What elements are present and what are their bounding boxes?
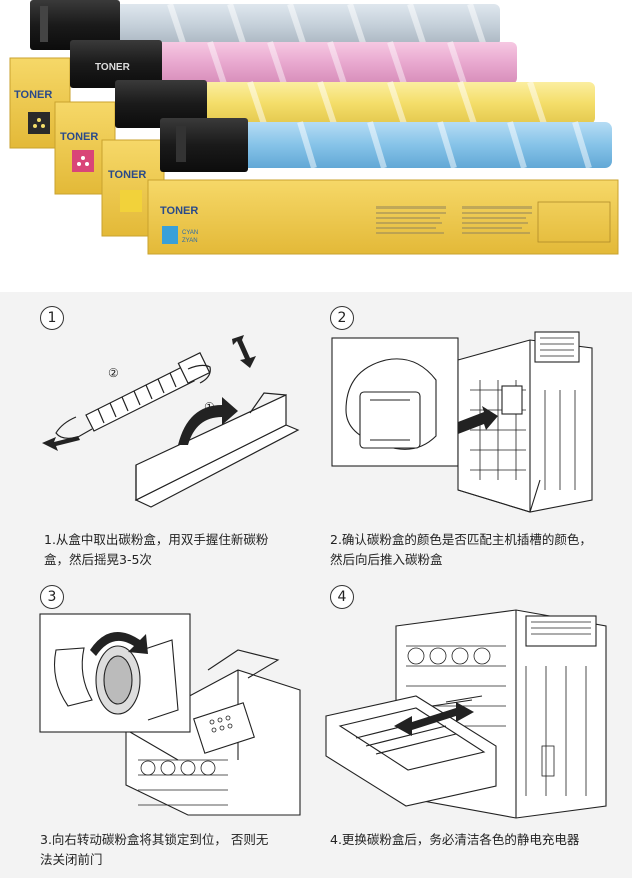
step-3-caption-line-1: 3.向右转动碳粉盒将其锁定到位， 否则无 (40, 832, 269, 847)
toner-box-cyan: TONER CYAN ZYAN (147, 179, 619, 255)
cyan-label: CYAN (182, 230, 198, 236)
step-3-number: 3 (40, 585, 64, 609)
toner-cartridge-black (30, 0, 500, 50)
step-1-label-1: ① (204, 400, 215, 414)
step-2-caption-line-1: 2.确认碳粉盒的颜色是否匹配主机插槽的颜色， (330, 532, 592, 547)
step-2-illustration (330, 330, 600, 515)
step-4-number: 4 (330, 585, 354, 609)
toner-cartridge-cyan (160, 118, 612, 172)
step-2-caption: 2.确认碳粉盒的颜色是否匹配主机插槽的颜色， 然后向后推入碳粉盒 (330, 530, 630, 570)
step-1-caption-line-1: 1.从盒中取出碳粉盒，用双手握住新碳粉 (44, 532, 269, 547)
step-3-caption-line-2: 法关闭前门 (40, 852, 103, 867)
zyan-label: ZYAN (182, 238, 198, 244)
cartridge-label: TONER (95, 62, 131, 73)
step-3-caption: 3.向右转动碳粉盒将其锁定到位， 否则无 法关闭前门 (40, 830, 320, 870)
box-label: TONER (108, 169, 146, 181)
toner-cartridge-yellow (115, 80, 595, 128)
step-4-caption-line-1: 4.更换碳粉盒后，务必清洁各色的静电充电器 (330, 832, 580, 847)
toner-cartridge-magenta: TONER (70, 40, 517, 88)
step-1-number: 1 (40, 306, 64, 330)
box-label: TONER (14, 89, 52, 101)
step-1-caption-line-2: 盒，然后摇晃3-5次 (44, 552, 152, 567)
step-3-illustration (38, 610, 308, 820)
step-1-caption: 1.从盒中取出碳粉盒，用双手握住新碳粉 盒，然后摇晃3-5次 (44, 530, 314, 570)
step-2-caption-line-2: 然后向后推入碳粉盒 (330, 552, 443, 567)
box-label: TONER (160, 205, 198, 217)
step-1-illustration: ② ① (36, 325, 306, 515)
step-4-illustration (316, 606, 616, 821)
product-photo: TONER TONER TONER TONER (0, 0, 632, 290)
step-2-number: 2 (330, 306, 354, 330)
step-4-caption: 4.更换碳粉盒后，务必清洁各色的静电充电器 (330, 830, 630, 850)
step-1-label-2: ② (108, 366, 119, 380)
box-label: TONER (60, 131, 98, 143)
